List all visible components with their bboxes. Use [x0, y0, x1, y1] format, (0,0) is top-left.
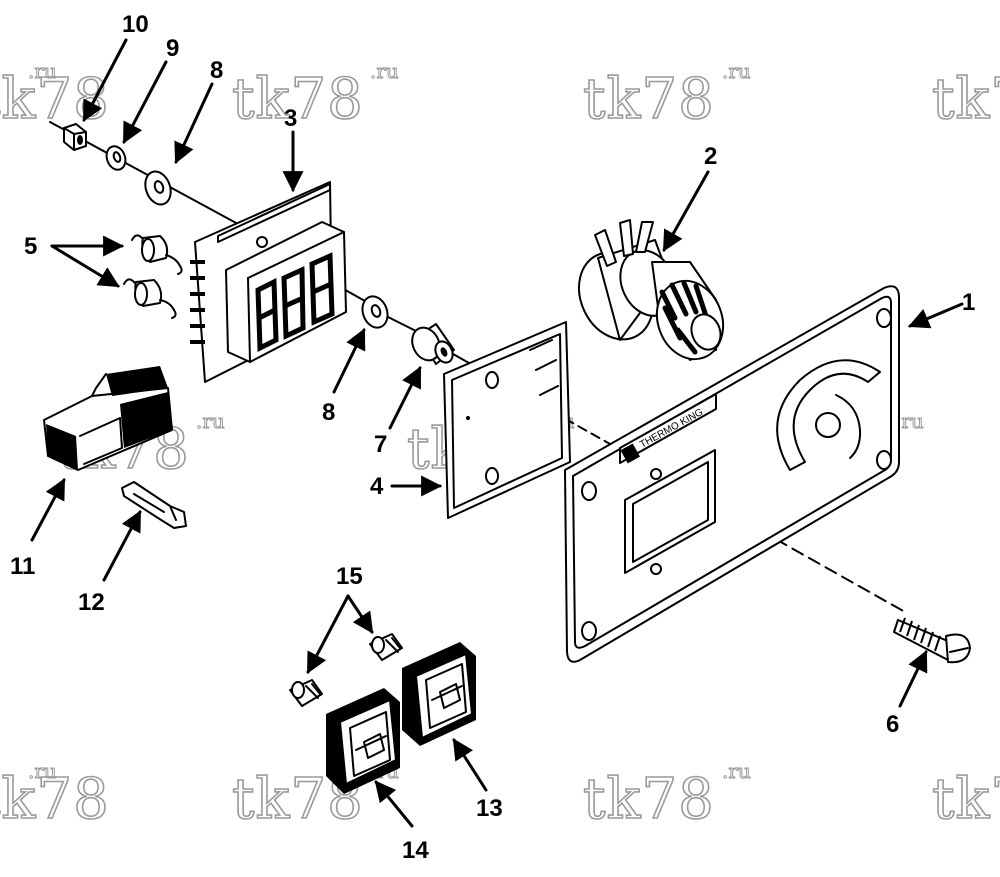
mounting-screw	[893, 617, 971, 664]
hex-nut	[63, 123, 87, 151]
rocker-switch	[326, 688, 400, 794]
lock-washer	[105, 145, 127, 171]
callout-labels: 1 2 3 4 5 6 7 8 8 9 10 11 12 13 14 15	[10, 11, 975, 864]
svg-text:.ru: .ru	[28, 59, 57, 83]
flat-washer	[361, 295, 389, 329]
watermark: tk78 .ru	[582, 759, 751, 833]
callout-8-top: 8	[210, 57, 223, 84]
rocker-switch	[402, 642, 476, 746]
svg-text:tk78: tk78	[232, 67, 364, 132]
callout-13: 13	[476, 795, 503, 822]
callout-7: 7	[374, 431, 387, 458]
callout-2: 2	[704, 143, 717, 170]
mounting-plate: THERMO KING	[564, 285, 900, 663]
resistor	[131, 234, 183, 275]
potentiometer	[578, 219, 725, 361]
svg-text:tk78: tk78	[932, 767, 1000, 832]
callout-3: 3	[284, 105, 297, 132]
svg-text:tk78: tk78	[583, 767, 715, 832]
watermark: tk78 .ru	[0, 759, 110, 833]
connector-housing	[43, 366, 173, 471]
svg-text:.ru: .ru	[28, 759, 57, 783]
callout-15: 15	[336, 563, 363, 590]
svg-text:tk78: tk78	[583, 67, 715, 132]
callout-1: 1	[962, 289, 975, 316]
resistor	[123, 278, 177, 319]
watermark: tk78	[931, 66, 1000, 133]
indicator-lamp	[289, 679, 323, 707]
svg-text:.ru: .ru	[196, 409, 225, 433]
svg-text:tk78: tk78	[932, 67, 1000, 132]
leader-arrows	[30, 38, 964, 828]
svg-text:.ru: .ru	[370, 59, 399, 83]
callout-11: 11	[10, 553, 35, 580]
watermark: tk78 .ru	[231, 759, 399, 833]
callout-14: 14	[402, 837, 429, 864]
watermark: tk78	[931, 766, 1000, 833]
svg-text:.ru: .ru	[722, 759, 751, 783]
svg-text:.ru: .ru	[722, 59, 751, 83]
callout-6: 6	[886, 711, 899, 738]
callout-8-bottom: 8	[322, 399, 335, 426]
callout-4: 4	[370, 473, 384, 500]
callout-12: 12	[78, 589, 105, 616]
spacer	[411, 323, 455, 365]
led-display-module	[190, 181, 347, 383]
terminal-pin	[121, 481, 187, 529]
watermark: tk78 .ru	[582, 59, 751, 133]
svg-text:tk78: tk78	[0, 767, 110, 832]
callout-5: 5	[24, 233, 37, 260]
watermark: tk78 .ru	[231, 59, 399, 133]
flat-washer	[144, 170, 172, 206]
display-lens	[443, 321, 571, 519]
callout-9: 9	[166, 35, 179, 62]
resistor-pair	[123, 234, 183, 319]
callout-10: 10	[122, 11, 149, 38]
watermark: tk78 .ru	[0, 59, 110, 133]
indicator-lamp	[369, 633, 403, 661]
